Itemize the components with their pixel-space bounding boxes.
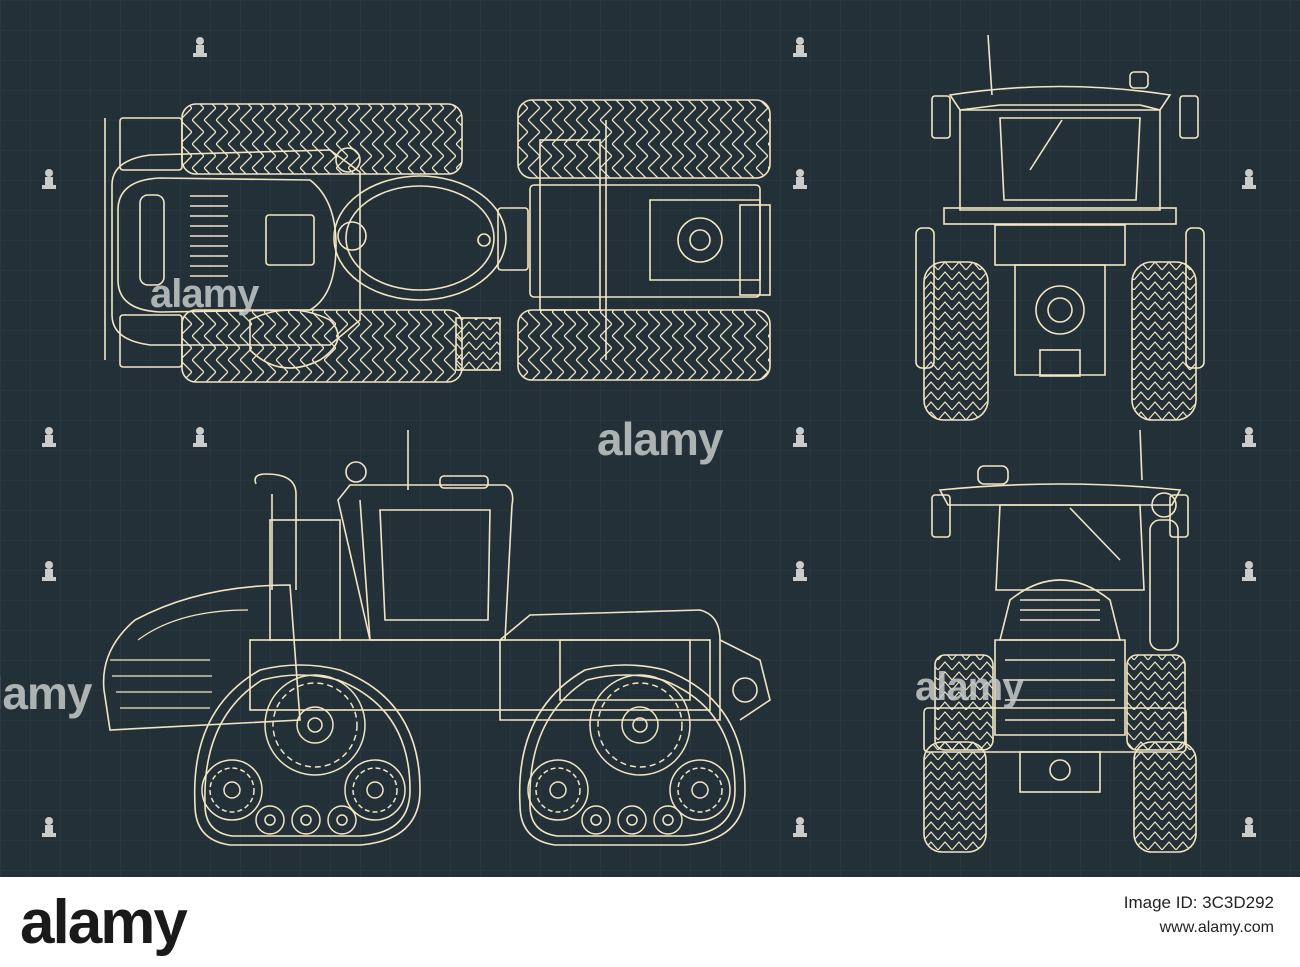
- watermark-text-center: alamy: [597, 413, 723, 465]
- side-view-wheels: [201, 674, 731, 835]
- side-view-drawing: [102, 430, 771, 846]
- image-id-label: Image ID: 3C3D292: [1123, 893, 1274, 912]
- footer-info: Image ID: 3C3D292 www.alamy.com: [1124, 893, 1274, 937]
- watermark-text-left: alamy: [0, 667, 92, 719]
- blueprint-svg: [0, 0, 1300, 877]
- footer-bar: alamy Image ID: 3C3D292 www.alamy.com: [0, 877, 1300, 967]
- watermark-text-top-left: alamy: [150, 272, 259, 316]
- site-url-link[interactable]: www.alamy.com: [1159, 919, 1274, 936]
- tractor-blueprint-drawing: alamy alamy alamy alamy: [0, 0, 1300, 877]
- top-view-drawing: [104, 99, 771, 383]
- watermark-text-right: alamy: [915, 665, 1024, 709]
- front-view-drawing: [915, 34, 1205, 421]
- rear-view-drawing: [923, 429, 1197, 853]
- alamy-logo[interactable]: alamy: [20, 888, 188, 957]
